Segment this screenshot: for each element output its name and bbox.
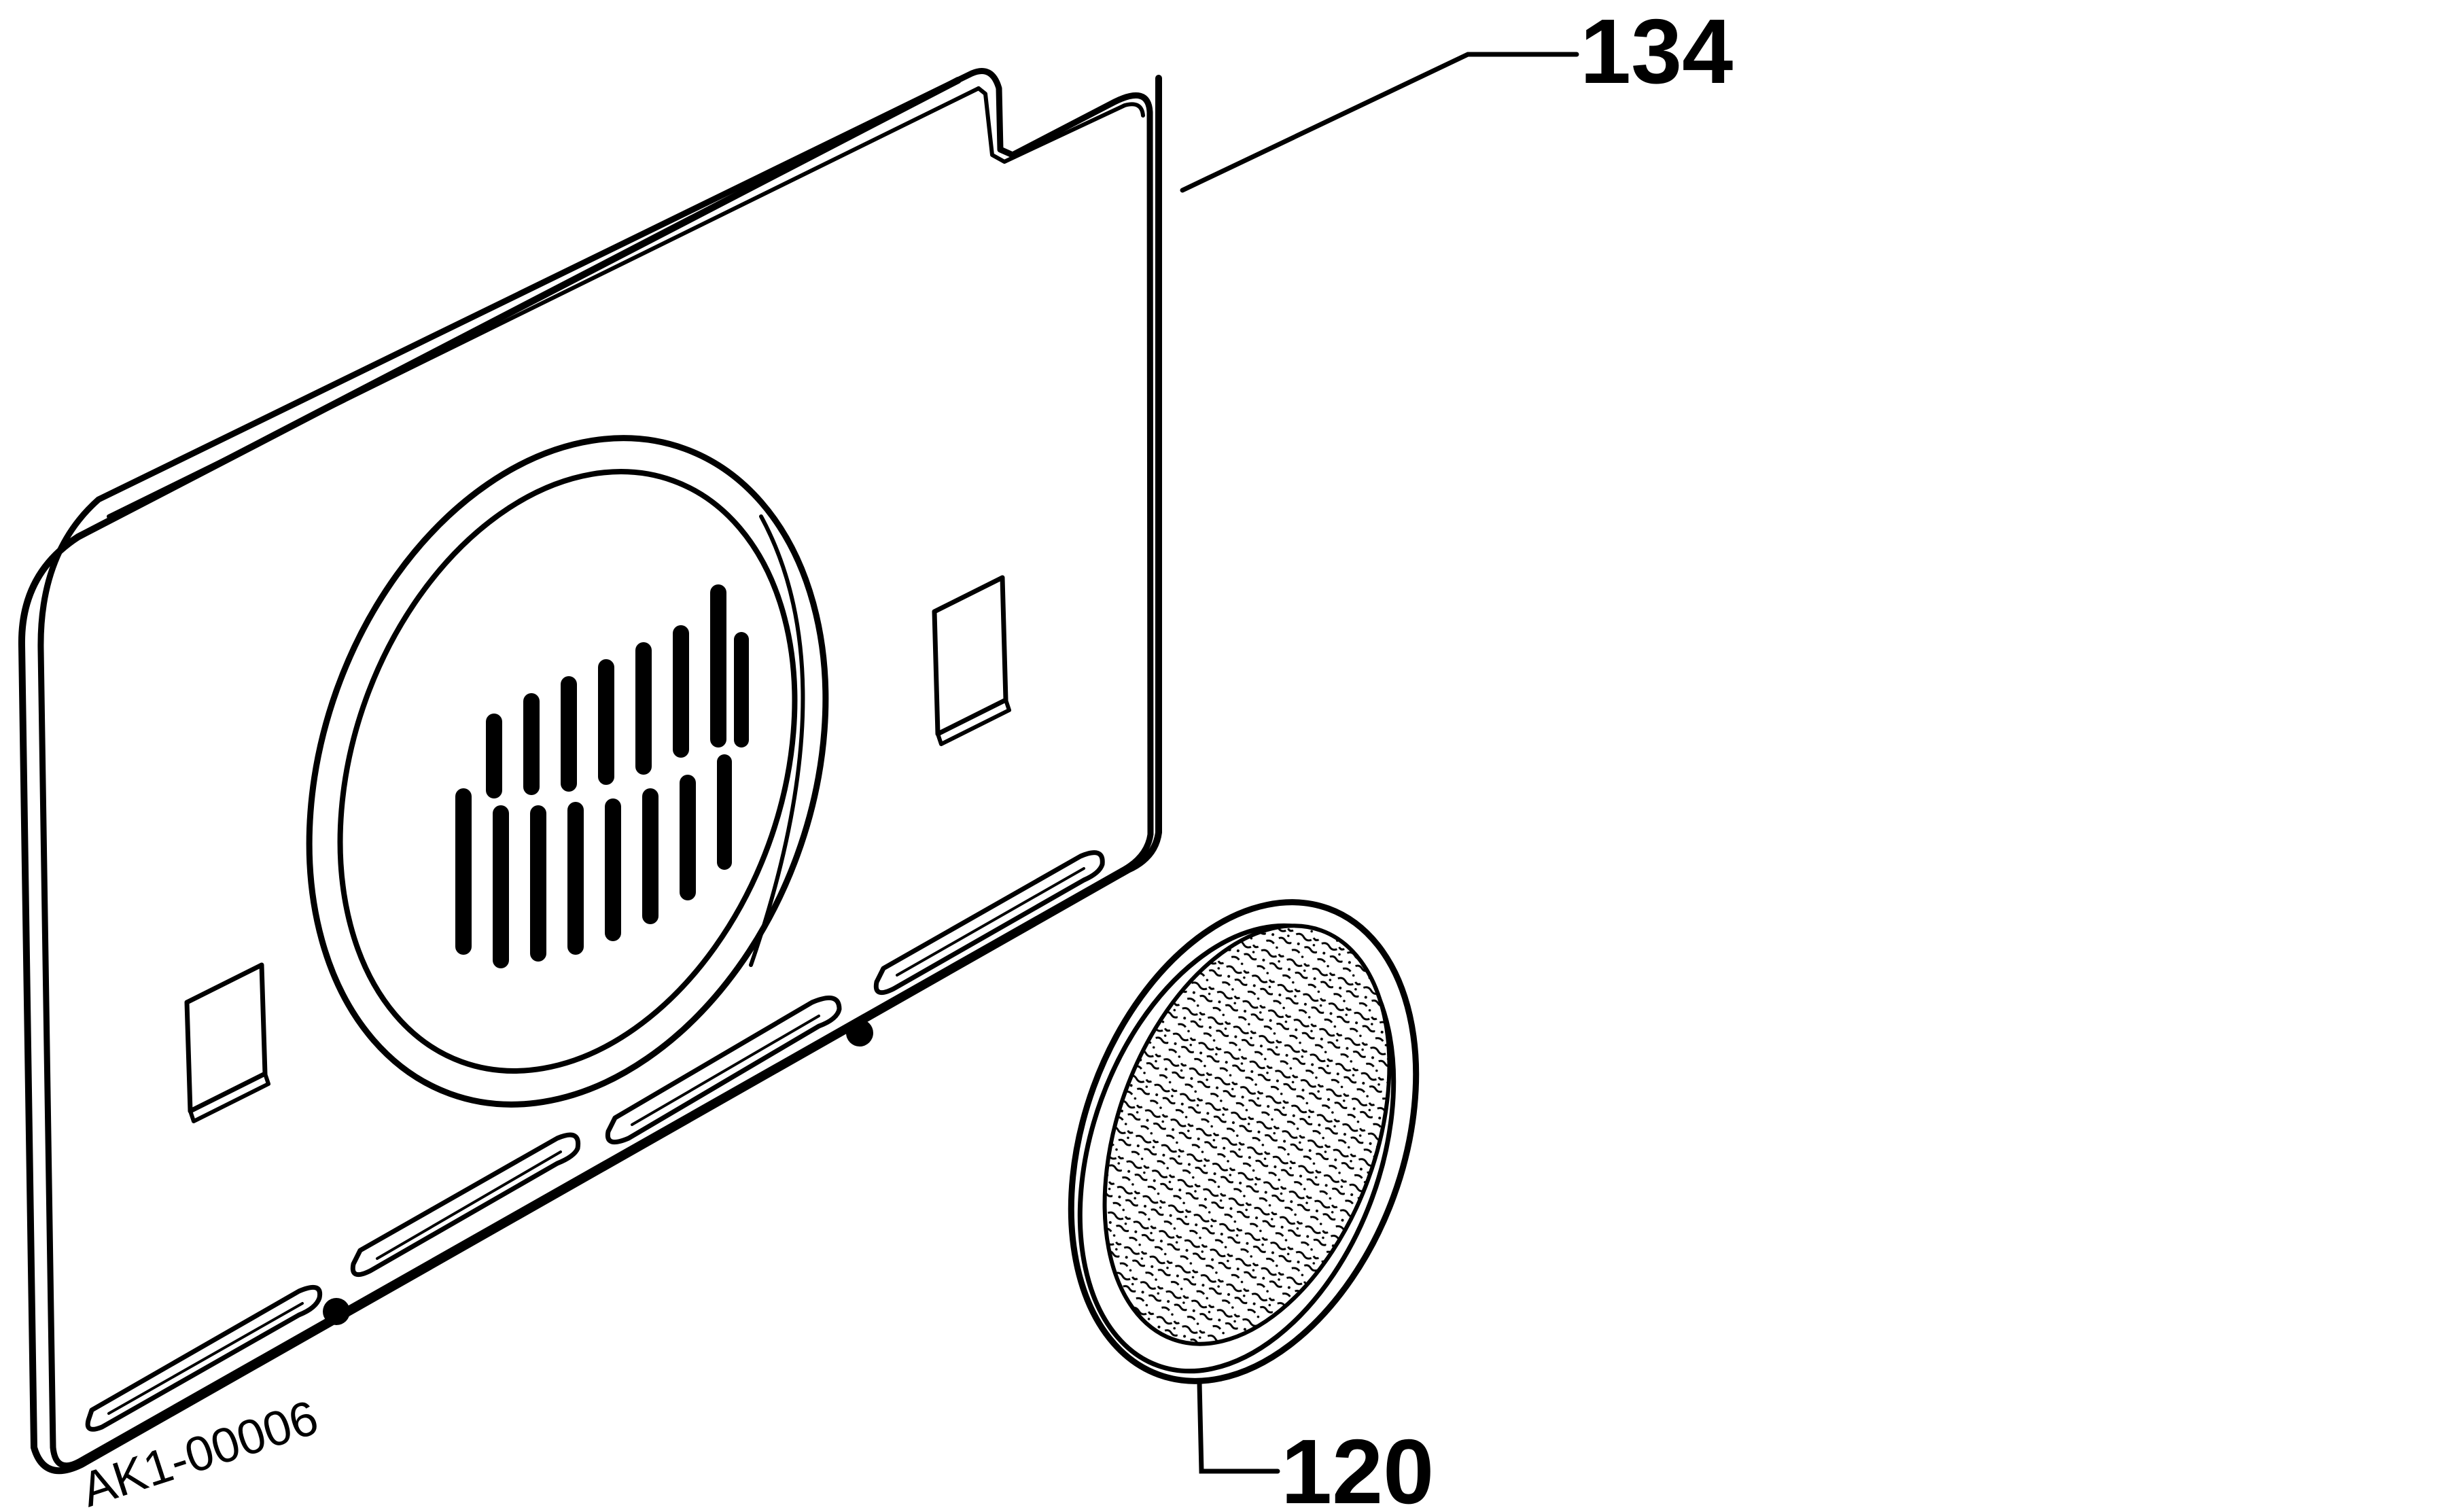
callout-134: 134	[1580, 0, 1733, 103]
plate-outline	[37, 68, 1154, 1469]
callout-120: 120	[1281, 1420, 1434, 1512]
square-hole-lower-left	[184, 962, 270, 1123]
leader-134	[1180, 52, 1579, 193]
plate-top-edge	[107, 86, 981, 518]
drawing-code: AK1-00006	[75, 1390, 324, 1512]
grille-outer-ring	[306, 435, 829, 1108]
grille-rim-shadow	[749, 514, 805, 967]
square-hole-upper-right	[932, 575, 1011, 746]
leader-lines	[1180, 52, 1579, 1474]
plate-thickness-edge	[18, 75, 1162, 1475]
grille-inner-ring	[337, 469, 798, 1074]
grille-slots	[455, 584, 749, 968]
rivet-dots	[323, 1019, 873, 1325]
cover-plate-134	[18, 68, 1162, 1475]
mesh-surface	[1102, 924, 1392, 1346]
filter-mesh-120	[1068, 899, 1420, 1384]
plate-notch	[977, 86, 1145, 164]
bottom-slots	[85, 850, 1105, 1432]
leader-120	[1197, 1380, 1280, 1474]
